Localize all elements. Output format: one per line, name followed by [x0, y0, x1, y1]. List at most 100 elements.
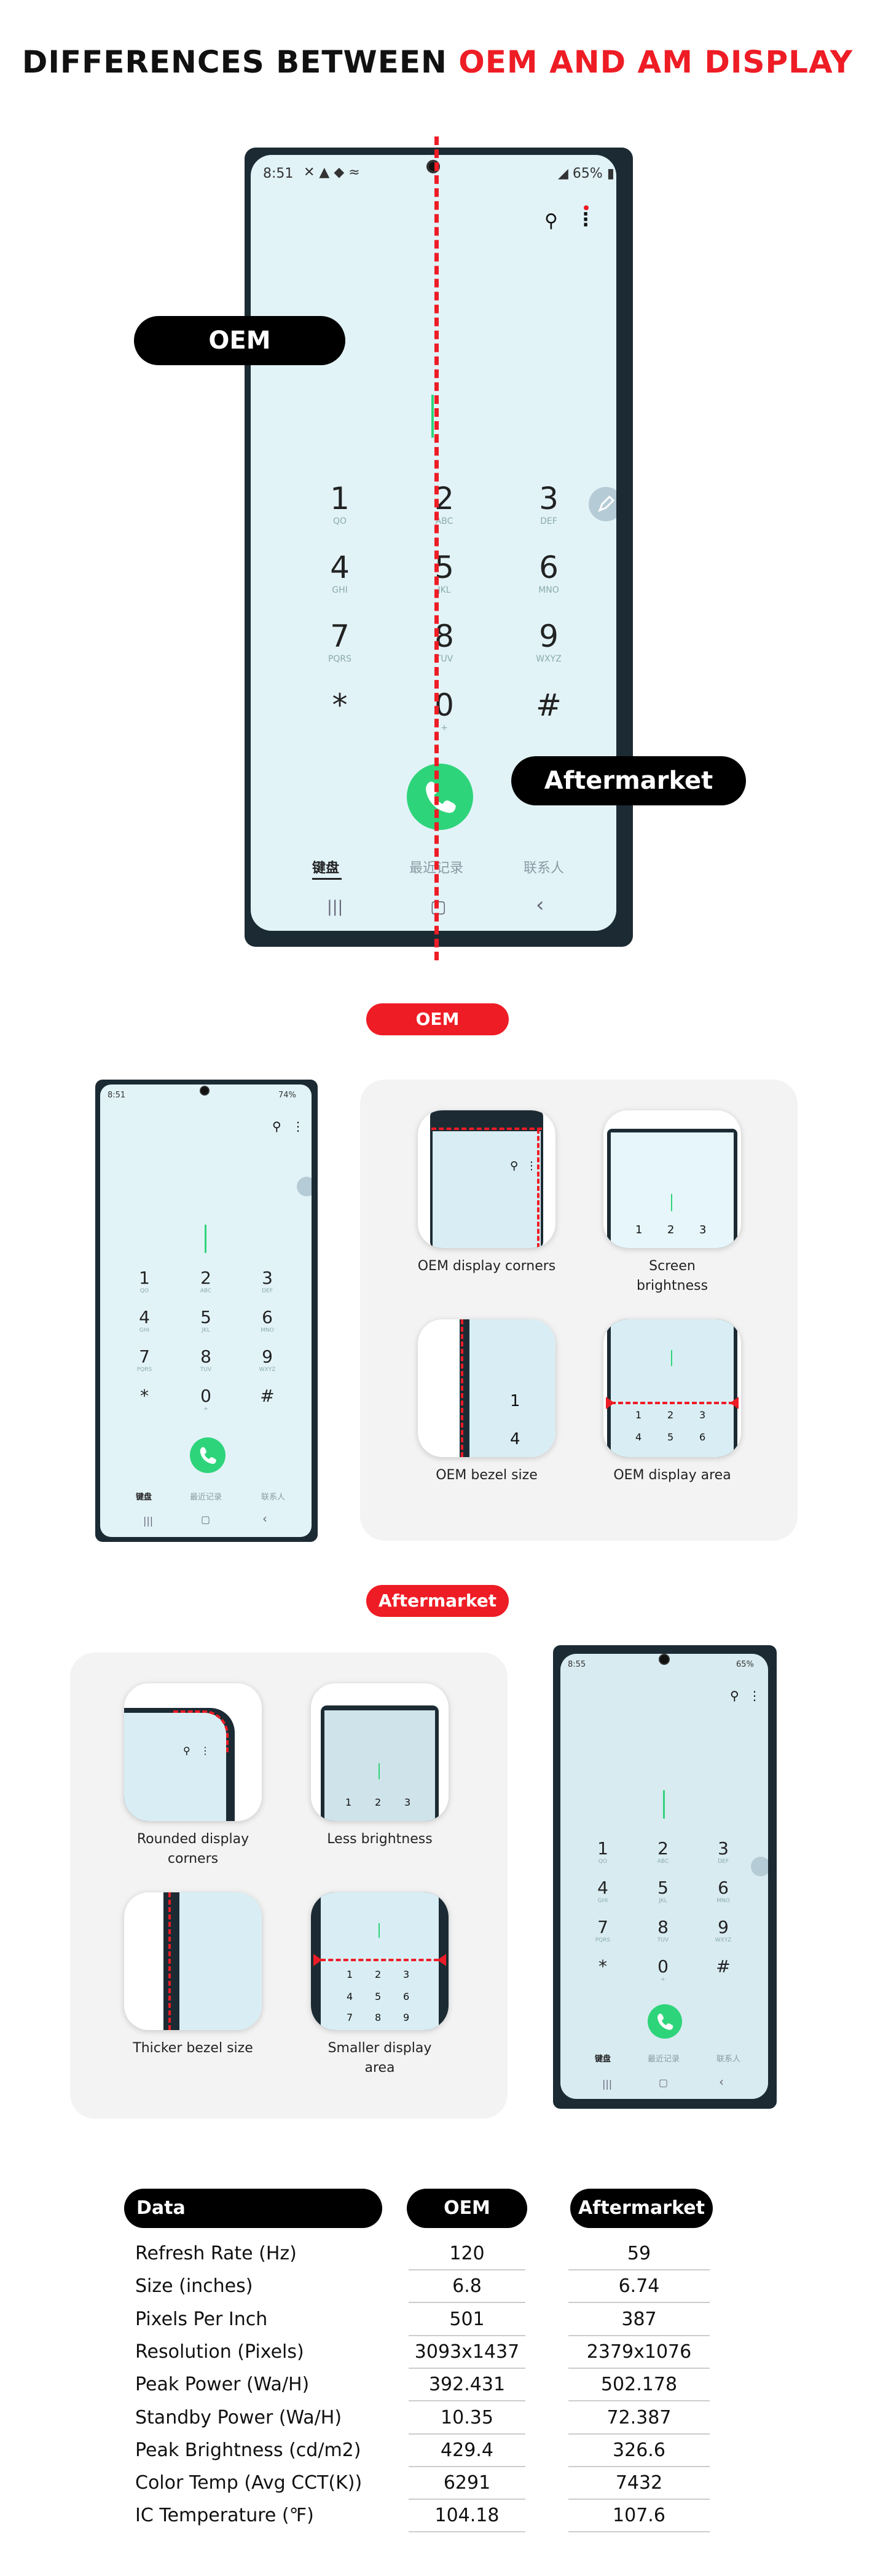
table-cell: 6291: [443, 2472, 491, 2494]
nav-recents-icon[interactable]: |||: [602, 2078, 613, 2090]
dial-key-digit: 0: [657, 1956, 669, 1977]
more-icon[interactable]: ⋮: [748, 1688, 761, 1703]
caption-rounded-corners: Rounded display corners: [136, 1831, 249, 1867]
nav-recents-icon[interactable]: |||: [143, 1515, 154, 1527]
dial-key-digit: 6: [718, 1878, 729, 1898]
edit-icon[interactable]: [297, 1177, 312, 1196]
tab-contacts[interactable]: 联系人: [524, 861, 565, 876]
nav-home-icon[interactable]: ▢: [201, 1514, 211, 1525]
key-1: 1: [635, 1409, 642, 1421]
tab-recent[interactable]: 最近记录: [648, 2055, 680, 2064]
table-cell: Standby Power (Wa/H): [135, 2406, 342, 2428]
call-icon[interactable]: [648, 2004, 682, 2039]
dial-key-10[interactable]: *: [288, 687, 392, 723]
key-6: 6: [699, 1431, 706, 1443]
dial-key-10[interactable]: *: [573, 1956, 633, 1977]
dial-key-11[interactable]: 0+: [633, 1956, 693, 1983]
more-icon[interactable]: ⋮: [292, 1119, 304, 1134]
table-cell: 501: [449, 2308, 485, 2330]
nav-back-icon[interactable]: ‹: [262, 1511, 267, 1526]
table-cell: IC Temperature (℉): [135, 2505, 314, 2527]
call-icon[interactable]: [407, 764, 473, 830]
status-time: 8:51: [263, 166, 294, 181]
row-divider: [568, 2367, 710, 2369]
row-divider: [409, 2531, 525, 2533]
row-divider: [568, 2400, 710, 2402]
tab-contacts[interactable]: 联系人: [716, 2055, 741, 2064]
dial-key-12[interactable]: #: [237, 1386, 298, 1406]
more-icon[interactable]: ⋮: [576, 209, 595, 231]
nav-recents-icon[interactable]: |||: [327, 898, 343, 916]
dial-key-digit: 9: [262, 1346, 273, 1367]
table-cell: 7432: [615, 2472, 663, 2494]
search-icon[interactable]: ⚲: [730, 1688, 739, 1703]
row-divider: [409, 2433, 525, 2435]
cursor: [663, 1790, 665, 1819]
table-header-data: Data: [124, 2189, 382, 2228]
caption-oem-corners: OEM display corners: [417, 1258, 556, 1274]
nav-back-icon[interactable]: ‹: [536, 893, 544, 917]
key-4: 4: [635, 1431, 642, 1443]
search-icon[interactable]: ⚲: [544, 210, 558, 232]
dial-key-digit: 8: [200, 1346, 211, 1367]
dial-key-12[interactable]: #: [693, 1956, 753, 1977]
caption-oem-area: OEM display area: [613, 1468, 731, 1483]
nav-home-icon[interactable]: ▢: [659, 2077, 669, 2088]
key-3: 3: [404, 1796, 411, 1808]
search-icon[interactable]: ⚲: [272, 1119, 281, 1134]
caption-screen-brightness: Screen brightness: [636, 1258, 708, 1294]
tab-keypad[interactable]: 键盘: [312, 861, 340, 876]
dial-key-11[interactable]: 0+: [392, 687, 496, 733]
tab-keypad[interactable]: 键盘: [136, 1493, 152, 1502]
dial-key-letters: MNO: [261, 1327, 274, 1333]
dial-key-digit: 7: [139, 1346, 150, 1367]
key-9: 9: [403, 2012, 410, 2023]
divider-line: [434, 136, 439, 960]
dial-key-digit: #: [716, 1956, 731, 1977]
edit-icon[interactable]: [751, 1857, 768, 1876]
edit-icon[interactable]: [589, 487, 616, 521]
dial-key-10[interactable]: *: [114, 1386, 175, 1406]
am-corners-thumb: ⚲ ⋮: [124, 1683, 262, 1821]
caption-less-brightness: Less brightness: [327, 1831, 433, 1847]
tab-keypad[interactable]: 键盘: [595, 2055, 611, 2064]
call-icon[interactable]: [190, 1437, 226, 1473]
dial-key-11[interactable]: 0+: [175, 1386, 237, 1412]
tab-recent[interactable]: 最近记录: [190, 1493, 222, 1502]
dial-key-12[interactable]: #: [496, 687, 601, 723]
nav-back-icon[interactable]: ‹: [719, 2074, 724, 2089]
tab-contacts[interactable]: 联系人: [261, 1493, 286, 1502]
key-5: 5: [667, 1431, 674, 1443]
dial-key-digit: 1: [597, 1838, 608, 1859]
dial-key-digit: 9: [718, 1917, 729, 1937]
